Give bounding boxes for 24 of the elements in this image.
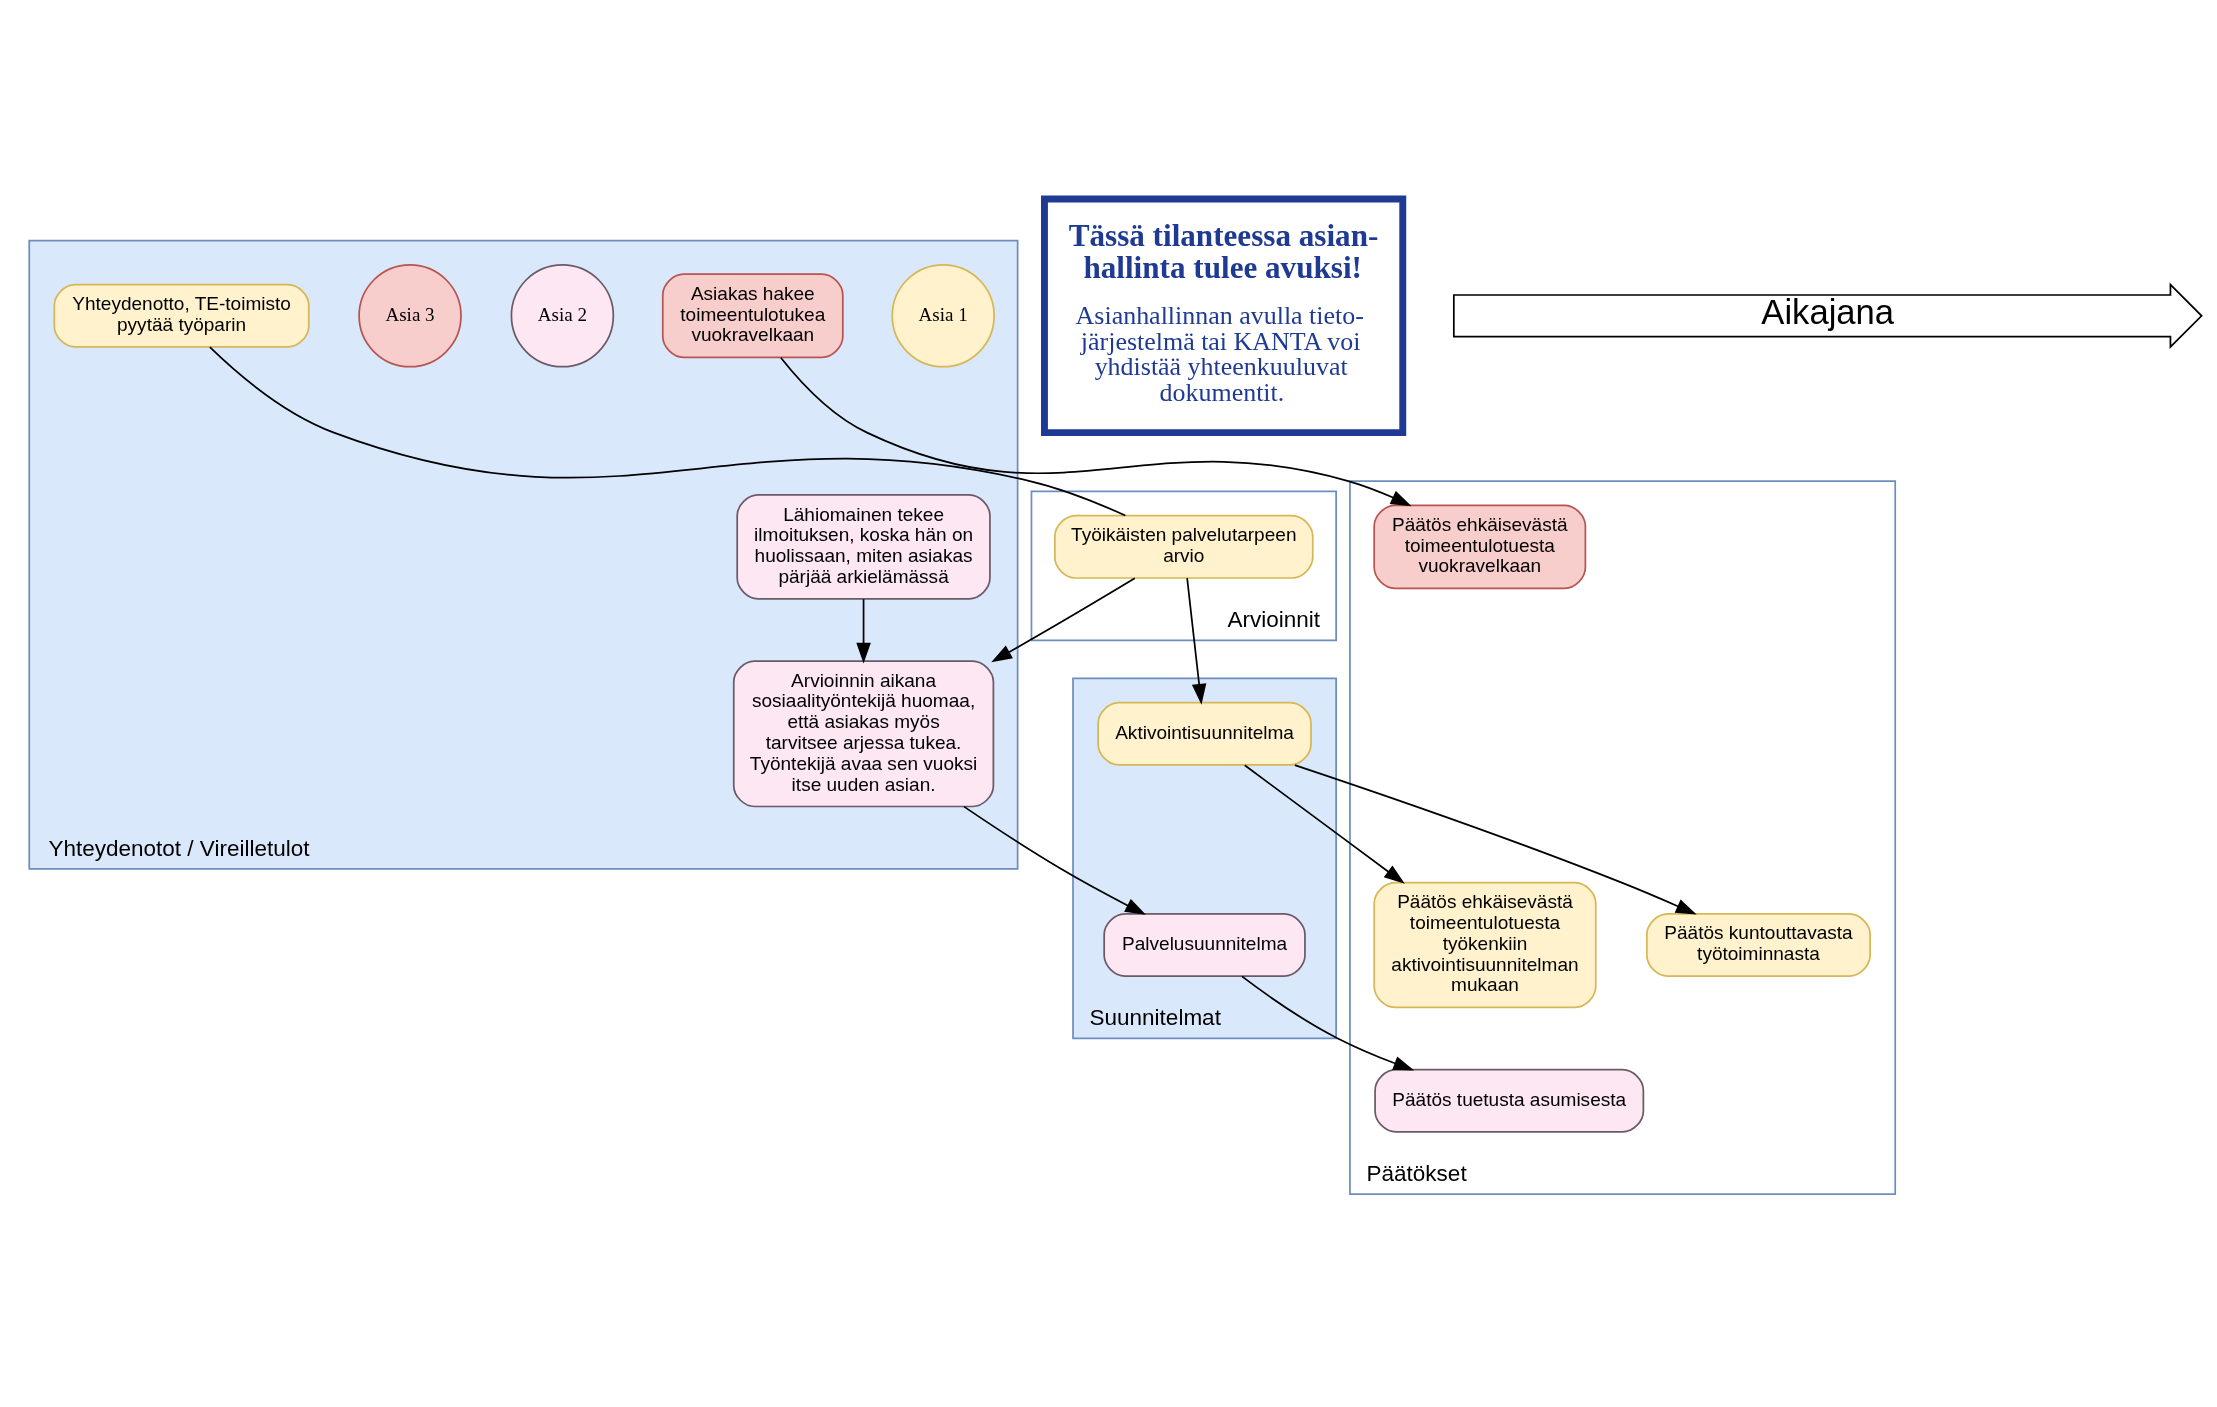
connector bbox=[209, 346, 1127, 517]
node-box: Asiakas hakee toimeentulotukea vuokravelkaan bbox=[661, 273, 844, 359]
arrow bbox=[991, 577, 1136, 663]
node-circle: Asia 3 bbox=[358, 263, 462, 368]
arrow bbox=[963, 805, 1146, 915]
arrow bbox=[780, 356, 1412, 507]
arrow bbox=[856, 598, 871, 664]
arrow bbox=[1241, 975, 1415, 1071]
arrow bbox=[1186, 577, 1207, 705]
node-box: Työikäisten palvelutarpeen arvio bbox=[1053, 514, 1314, 579]
arrow bbox=[1243, 764, 1405, 884]
node-box: Aktivointisuunnitelma bbox=[1097, 701, 1312, 766]
node-box: Arvioinnin aikana sosiaalityöntekijä huomaa, että asiakas myös tarvitsee arjessa tukea. Työntekijä avaa sen vuoksi itse uuden asian. bbox=[732, 660, 995, 808]
node-box: Lähiomainen tekee ilmoituksen, koska hän on huolissaan, miten asiakas pärjää arkielämässä bbox=[736, 494, 991, 600]
node-circle: Asia 1 bbox=[891, 263, 995, 368]
node-box: Päätös ehkäisevästä toimeentulotuesta työkenkiin aktivointisuunnitelman mukaan bbox=[1373, 881, 1597, 1009]
node-box: Palvelusuunnitelma bbox=[1103, 912, 1306, 977]
node-circle: Asia 2 bbox=[510, 263, 615, 368]
node-box: Päätös tuetusta asumisesta bbox=[1374, 1068, 1645, 1133]
arrow bbox=[1293, 764, 1697, 915]
node-box: Yhteydenotto, TE-toimisto pyytää työparin bbox=[53, 283, 310, 348]
node-box: Tässä tilanteessa asian-hallinta tulee avuksi! Asianhallinnan avulla tieto-järjestelmä tai KANTA voi yhdistää yhteenkuuluvat dokumentit. bbox=[1041, 195, 1407, 437]
node-box: Päätös kuntouttavasta työtoiminnasta bbox=[1645, 912, 1871, 977]
node-box: Päätös ehkäisevästä toimeentulotuesta vuokravelkaan bbox=[1373, 504, 1587, 590]
